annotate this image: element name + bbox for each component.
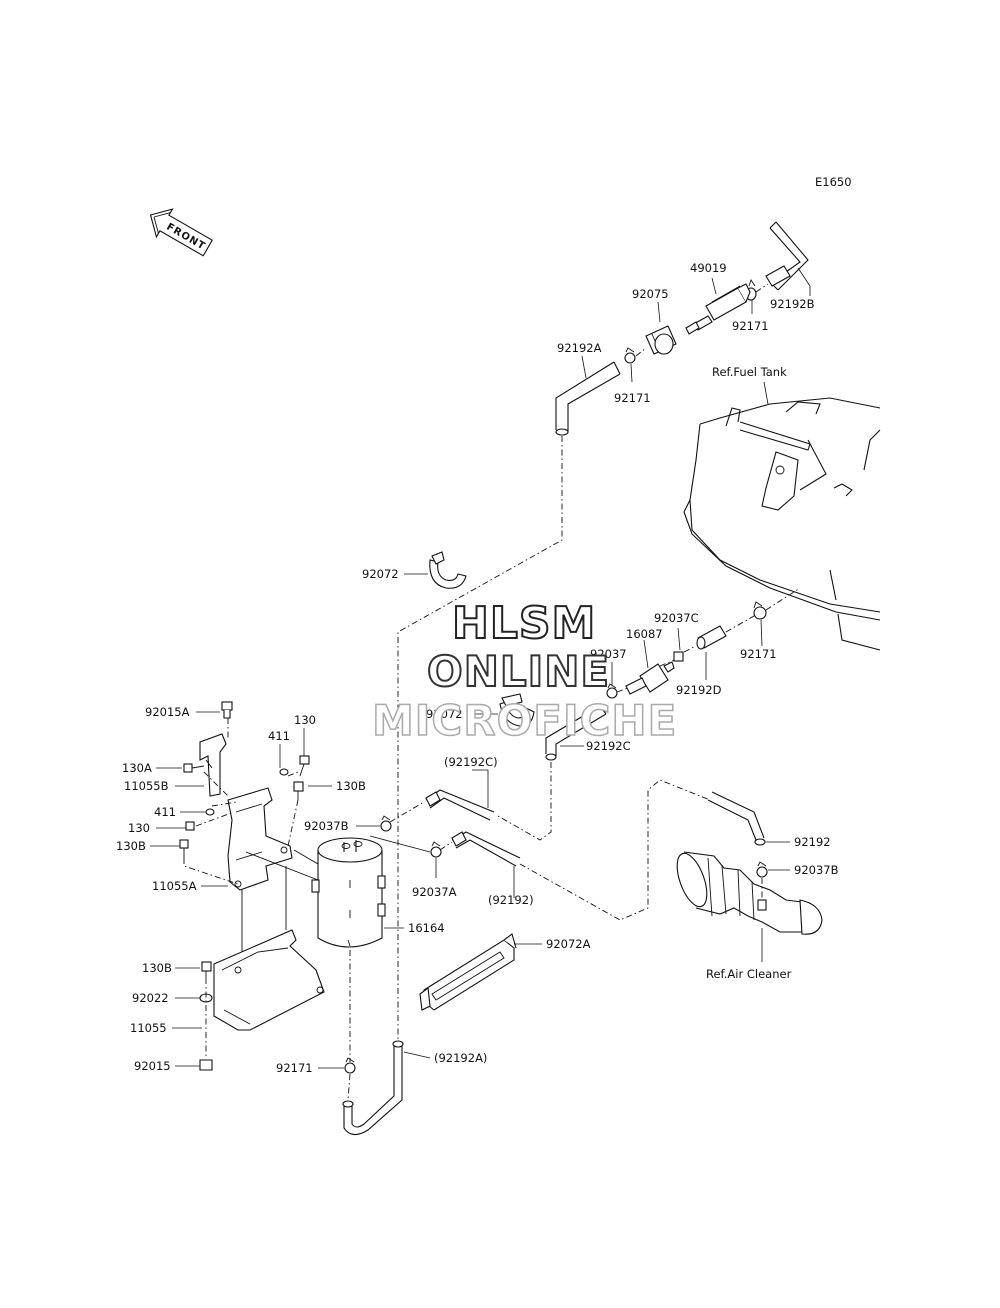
front-arrow-icon: FRONT <box>149 208 213 257</box>
label-411-a: 411 <box>268 729 290 743</box>
part-labels: 49019 92075 92192B 92171 92192A 92171 Re… <box>116 261 839 1075</box>
label-92171-d: 92171 <box>276 1061 313 1075</box>
label-92192a-ref: (92192A) <box>434 1051 487 1065</box>
bolt-130b-b-icon <box>179 839 189 858</box>
bolt-130a-icon <box>183 763 205 773</box>
hose-92192b <box>765 221 811 296</box>
diagram-code: E1650 <box>815 175 852 189</box>
watermark-line-3: MICROFICHE <box>371 695 678 746</box>
bolt-130-b-icon <box>185 821 195 831</box>
clamp-92075 <box>645 301 677 355</box>
hose-92192c-lower <box>425 769 495 821</box>
label-92015: 92015 <box>134 1059 171 1073</box>
label-92037: 92037 <box>590 647 627 661</box>
washer-411-a-icon <box>279 768 289 776</box>
label-130b-a: 130B <box>336 779 366 793</box>
label-130-b: 130 <box>128 821 150 835</box>
hose-92192c <box>497 705 607 841</box>
band-92072-a <box>404 551 467 589</box>
label-130a: 130A <box>122 761 152 775</box>
label-92022: 92022 <box>132 991 169 1005</box>
label-ref-fuel-tank: Ref.Fuel Tank <box>712 365 787 379</box>
label-11055b: 11055B <box>124 779 169 793</box>
hose-92192d <box>696 615 755 680</box>
label-92192: 92192 <box>794 835 831 849</box>
label-16087: 16087 <box>626 627 663 641</box>
label-92037c: 92037C <box>654 611 699 625</box>
fuel-tank <box>683 381 881 651</box>
bolt-92015a-icon <box>221 701 233 719</box>
label-ref-air-cleaner: Ref.Air Cleaner <box>706 967 792 981</box>
label-92072-a: 92072 <box>362 567 399 581</box>
label-92037b-b: 92037B <box>794 863 839 877</box>
bracket-92072a <box>419 933 542 1011</box>
label-411-b: 411 <box>154 805 176 819</box>
label-92037b-a: 92037B <box>304 819 349 833</box>
clamp-92171-a <box>745 278 769 314</box>
label-92171-a: 92171 <box>732 319 769 333</box>
fuel-filter-49019 <box>685 277 751 335</box>
label-92015a: 92015A <box>145 705 190 719</box>
nut-92015-icon <box>199 1059 213 1071</box>
bolt-130-a-icon <box>299 755 310 777</box>
band-92072-b <box>468 693 535 727</box>
clamp-92037a <box>369 835 453 878</box>
canister-16164 <box>311 837 404 948</box>
label-92072a: 92072A <box>546 937 591 951</box>
label-130b-c: 130B <box>142 961 172 975</box>
label-11055: 11055 <box>130 1021 167 1035</box>
clamp-92037b-b <box>756 861 790 911</box>
label-92075: 92075 <box>632 287 669 301</box>
label-92192b: 92192B <box>770 297 815 311</box>
label-130-a: 130 <box>294 713 316 727</box>
label-92192a: 92192A <box>557 341 602 355</box>
label-92072-b: 92072 <box>426 707 463 721</box>
label-130b-b: 130B <box>116 839 146 853</box>
label-49019: 49019 <box>690 261 727 275</box>
label-92192-ref: (92192) <box>488 893 534 907</box>
air-cleaner-duct <box>676 851 823 962</box>
bracket-assembly <box>150 701 332 1071</box>
hose-92192-right <box>707 791 790 846</box>
washer-411-b-icon <box>205 808 215 816</box>
clamp-92037b-a <box>356 801 425 832</box>
watermark-line-2: ONLINE <box>426 646 611 697</box>
label-92192c-ref: (92192C) <box>444 755 498 769</box>
clamp-92171-b <box>624 347 647 383</box>
cap-92037c <box>673 627 697 662</box>
bolt-130b-c-icon <box>201 961 212 978</box>
clamp-92037 <box>606 662 629 699</box>
hose-92192-lower <box>451 779 711 921</box>
label-92192c: 92192C <box>586 739 631 753</box>
watermark-line-1: HLSM <box>451 597 597 650</box>
label-92192d: 92192D <box>676 683 722 697</box>
label-16164: 16164 <box>408 921 445 935</box>
hose-92192a-lower <box>342 1040 431 1136</box>
clamp-92171-d <box>318 1057 356 1101</box>
label-92037a: 92037A <box>412 885 457 899</box>
label-92171-b: 92171 <box>614 391 651 405</box>
hose-92192a <box>555 355 621 436</box>
label-92171-c: 92171 <box>740 647 777 661</box>
bolt-130b-a-icon <box>293 781 304 800</box>
clamp-92171-c <box>753 587 801 647</box>
label-11055a: 11055A <box>152 879 197 893</box>
valve-16087 <box>625 639 675 695</box>
